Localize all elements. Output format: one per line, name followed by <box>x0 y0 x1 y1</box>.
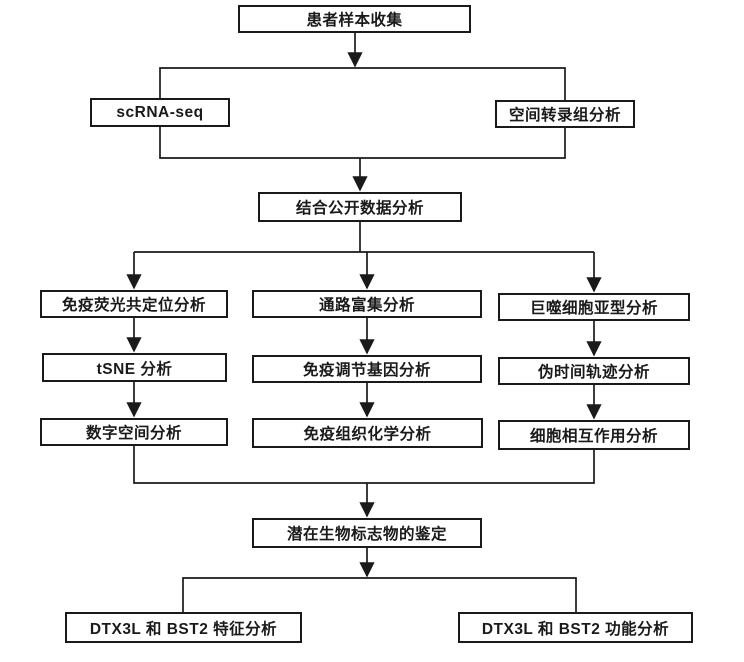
node-combined-public-data: 结合公开数据分析 <box>258 192 462 222</box>
node-patient-sample: 患者样本收集 <box>238 5 471 33</box>
node-scrna-seq: scRNA-seq <box>90 98 230 127</box>
node-digital-spatial: 数字空间分析 <box>40 418 228 446</box>
node-if-colocalization: 免疫荧光共定位分析 <box>40 290 228 318</box>
node-pathway-enrichment: 通路富集分析 <box>252 290 482 318</box>
node-cell-interaction: 细胞相互作用分析 <box>498 420 690 450</box>
bracket-merge-row2 <box>159 127 566 159</box>
node-dtx3l-bst2-function: DTX3L 和 BST2 功能分析 <box>458 612 693 643</box>
node-macrophage-subtype: 巨噬细胞亚型分析 <box>498 293 690 321</box>
node-tsne-analysis: tSNE 分析 <box>42 353 227 382</box>
bracket-split-bottom <box>182 577 577 612</box>
node-spatial-transcriptomics: 空间转录组分析 <box>495 100 635 128</box>
node-immune-regulatory-gene: 免疫调节基因分析 <box>252 355 482 383</box>
node-dtx3l-bst2-feature: DTX3L 和 BST2 特征分析 <box>65 612 302 643</box>
bracket-split-top <box>159 67 566 100</box>
bracket-merge-columns <box>133 446 595 484</box>
node-pseudotime-trajectory: 伪时间轨迹分析 <box>498 357 690 385</box>
node-immunohistochemistry: 免疫组织化学分析 <box>252 418 483 448</box>
node-biomarker-identification: 潜在生物标志物的鉴定 <box>252 518 482 548</box>
